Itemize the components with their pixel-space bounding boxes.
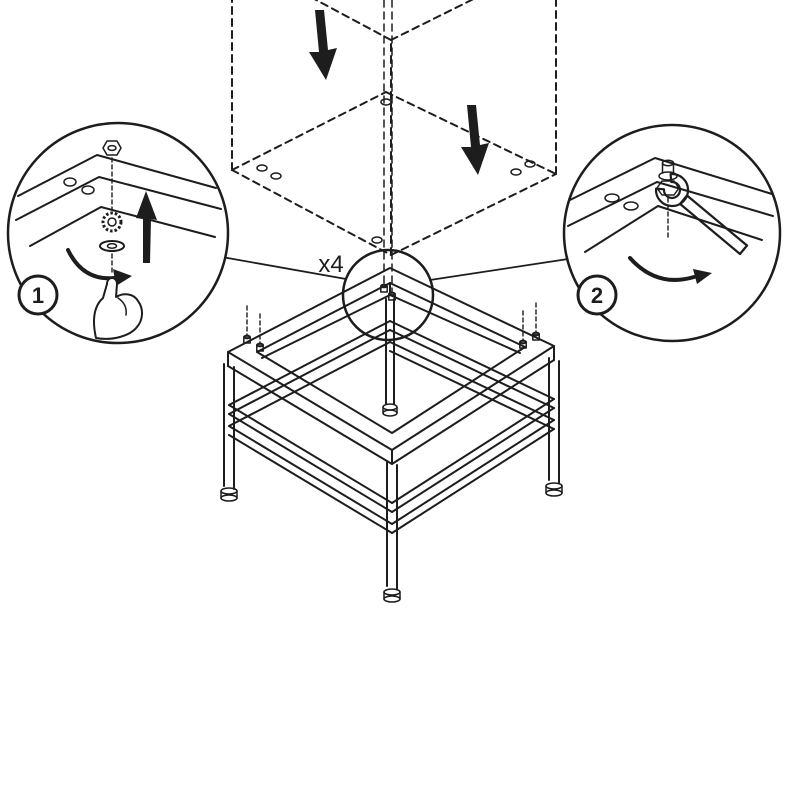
wrench-icon <box>654 172 749 256</box>
stand-leg-left <box>220 363 238 502</box>
down-arrow-icon-2 <box>461 105 489 175</box>
step-2-number: 2 <box>591 283 603 308</box>
callout-1-circle <box>6 121 230 345</box>
stand-front-stretchers <box>228 398 555 534</box>
up-arrow-icon <box>136 191 157 263</box>
stand-leg-back <box>382 298 398 417</box>
quantity-label: x4 <box>318 251 343 278</box>
callout-step-2: 2 <box>562 123 782 343</box>
hand-icon <box>93 277 143 340</box>
flat-washer-icon <box>99 240 125 252</box>
step-1-number: 1 <box>32 283 44 308</box>
detail-highlight-circle <box>341 248 435 342</box>
hex-nut-icon <box>102 140 122 156</box>
stand-leg-front <box>383 461 401 603</box>
stand-leg-right <box>545 357 563 497</box>
callout-step-1: 1 <box>6 121 230 345</box>
stand-frame <box>220 267 563 603</box>
callout-leader-line-2 <box>429 258 569 281</box>
rotation-arrow-icon-2 <box>628 256 712 284</box>
star-washer-icon <box>101 211 123 233</box>
step-2-badge: 2 <box>576 274 618 316</box>
cabinet-dashed-outline <box>231 0 557 256</box>
callout-leader-line-1 <box>221 256 347 280</box>
frame-corner-underside <box>15 154 222 247</box>
down-arrow-icon-1 <box>309 10 337 80</box>
cabinet-base-holes <box>256 98 536 244</box>
step-1-badge: 1 <box>17 274 59 316</box>
corner-studs <box>243 283 540 352</box>
